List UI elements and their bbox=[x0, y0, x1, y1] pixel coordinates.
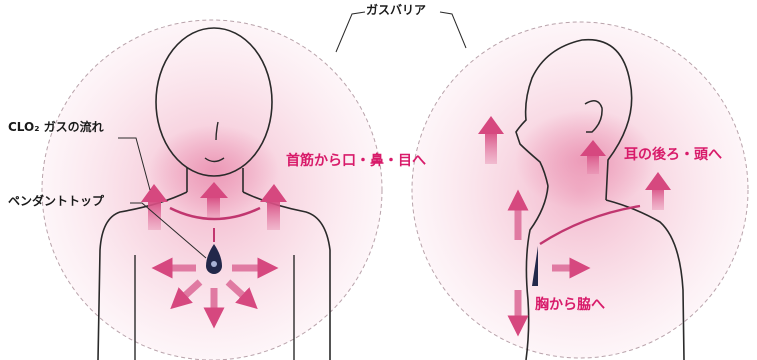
label-gas-barrier: ガスバリア bbox=[366, 4, 426, 16]
label-pendant-top: ペンダントトップ bbox=[8, 195, 104, 207]
front-figure bbox=[42, 12, 382, 360]
label-back-chest-side: 胸から脇へ bbox=[535, 298, 605, 312]
label-clo2-flow: CLO₂ ガスの流れ bbox=[8, 121, 104, 133]
label-back-ear-head: 耳の後ろ・頭へ bbox=[624, 148, 722, 162]
label-front-direction: 首筋から口・鼻・目へ bbox=[286, 154, 426, 168]
leader-line-barrier-left bbox=[336, 12, 365, 52]
leader-line-barrier-right bbox=[440, 12, 466, 48]
